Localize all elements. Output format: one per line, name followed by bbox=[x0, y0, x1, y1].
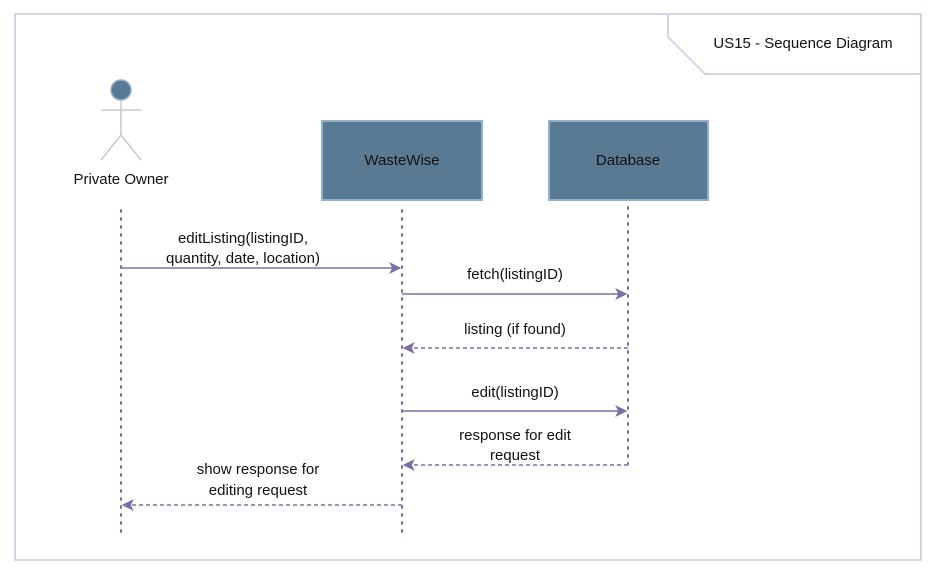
actor-stick-figure-icon bbox=[100, 79, 142, 161]
message-label-show-response-1: show response for bbox=[197, 461, 320, 478]
message-label-response-edit-2: request bbox=[490, 447, 541, 464]
message-label-listing-found: listing (if found) bbox=[464, 321, 566, 338]
diagram-frame bbox=[14, 13, 922, 561]
participant-box-wastewise bbox=[321, 120, 483, 201]
participant-label-database: Database bbox=[596, 152, 660, 169]
message-label-fetch: fetch(listingID) bbox=[467, 266, 563, 283]
frame-title: US15 - Sequence Diagram bbox=[713, 35, 892, 52]
actor-label: Private Owner bbox=[73, 171, 168, 188]
message-label-response-edit-1: response for edit bbox=[459, 427, 572, 444]
message-label-edit-listing-2: quantity, date, location) bbox=[166, 250, 320, 267]
message-label-edit: edit(listingID) bbox=[471, 384, 559, 401]
participant-label-wastewise: WasteWise bbox=[364, 152, 439, 169]
frame-title-tab bbox=[667, 13, 922, 75]
message-label-edit-listing-1: editListing(listingID, bbox=[178, 230, 308, 247]
participant-box-database bbox=[548, 120, 709, 201]
message-label-show-response-2: editing request bbox=[209, 482, 308, 499]
